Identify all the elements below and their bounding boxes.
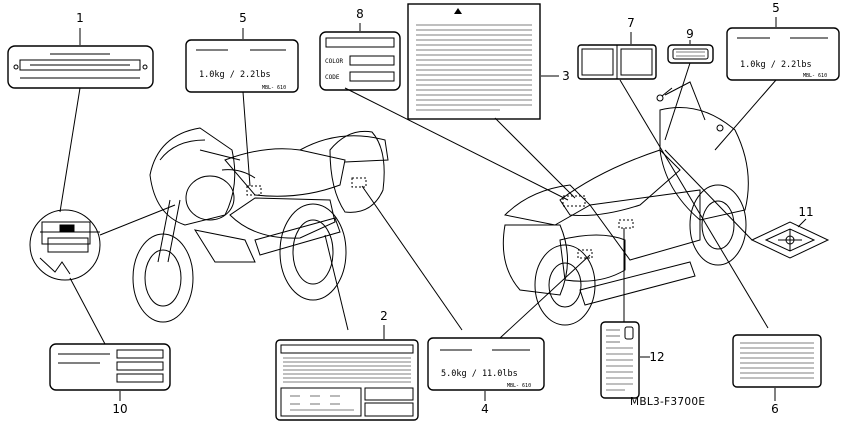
label-1[interactable] (7, 45, 154, 89)
part-code-text: MBL- 610 (507, 383, 531, 389)
code-field-label: CODE (325, 74, 340, 81)
label-position-marker (577, 249, 593, 259)
callout-2: 2 (380, 309, 388, 323)
load-capacity-text: 5.0kg / 11.0lbs (441, 369, 518, 379)
label-10[interactable] (49, 343, 171, 391)
callout-10: 10 (112, 402, 127, 416)
load-capacity-text: 1.0kg / 2.2lbs (740, 60, 812, 70)
label-3[interactable] (407, 3, 541, 120)
label-5-right[interactable]: 1.0kg / 2.2lbs MBL- 610 (726, 27, 840, 81)
motorcycle-right-view (502, 81, 749, 326)
load-capacity-text: 1.0kg / 2.2lbs (199, 70, 271, 80)
leader-line (797, 218, 807, 228)
part-code-text: MBL- 610 (803, 73, 827, 79)
leader-line (664, 62, 691, 141)
leader-line (324, 234, 349, 331)
callout-12: 12 (649, 350, 664, 364)
callout-9: 9 (686, 27, 694, 41)
callout-5-right: 5 (772, 1, 780, 15)
color-field-label: COLOR (325, 58, 343, 65)
leader-line (99, 204, 176, 236)
label-position-marker (246, 185, 262, 196)
callout-7: 7 (627, 16, 635, 30)
callout-6: 6 (771, 402, 779, 416)
label-7[interactable] (577, 44, 657, 80)
callout-8: 8 (356, 7, 364, 21)
leader-line (69, 277, 106, 345)
leader-line (714, 79, 777, 151)
inset-detail (29, 209, 101, 281)
label-12[interactable] (600, 321, 640, 399)
leader-line (344, 87, 569, 201)
leader-line (619, 79, 769, 329)
label-9[interactable] (667, 44, 714, 64)
figure-code: MBL3-F3700E (630, 396, 705, 408)
label-11[interactable] (750, 221, 830, 259)
leader-line (494, 117, 576, 199)
leader-line (242, 91, 251, 187)
part-code-text: MBL- 610 (262, 85, 286, 91)
callout-4: 4 (481, 402, 489, 416)
callout-1: 1 (76, 11, 84, 25)
label-4[interactable]: 5.0kg / 11.0lbs MBL- 610 (427, 337, 545, 391)
leader-line (361, 185, 463, 331)
leader-line (664, 149, 753, 241)
label-5-left[interactable]: 1.0kg / 2.2lbs MBL- 610 (185, 39, 299, 93)
label-position-marker (351, 177, 367, 188)
callout-11: 11 (798, 205, 813, 219)
label-2[interactable] (275, 339, 419, 421)
warning-triangle-icon (454, 8, 462, 14)
callout-5-left: 5 (239, 11, 247, 25)
label-position-marker (618, 219, 634, 229)
callout-3: 3 (562, 69, 570, 83)
label-8[interactable]: COLOR CODE (319, 31, 401, 91)
leader-line (499, 254, 591, 339)
motorcycle-left-view (132, 127, 389, 323)
leader-line (59, 87, 81, 213)
label-6[interactable] (732, 334, 822, 388)
